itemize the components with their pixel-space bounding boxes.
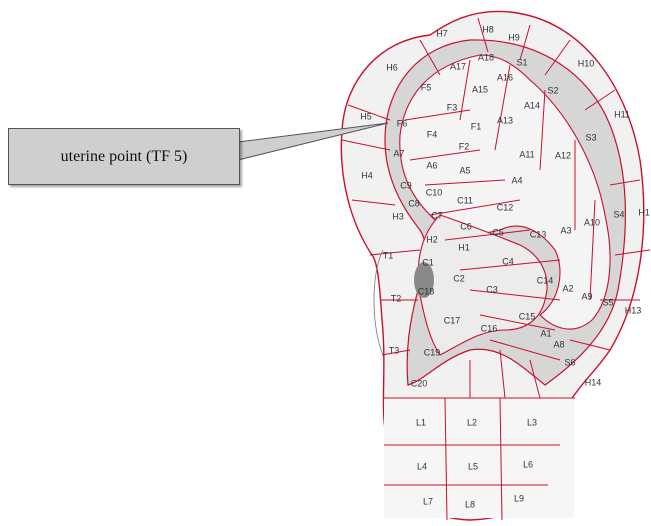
label-C11: C11: [457, 195, 473, 205]
label-L5: L5: [468, 461, 478, 471]
label-L8: L8: [465, 499, 475, 509]
label-S5: S5: [602, 297, 613, 307]
antihelix: [399, 54, 611, 330]
label-A3: A3: [560, 225, 571, 235]
label-H13: H13: [625, 305, 642, 315]
label-C6: C6: [460, 221, 472, 231]
label-H3: H3: [392, 211, 404, 221]
label-A2: A2: [562, 283, 573, 293]
label-L7: L7: [423, 496, 433, 506]
label-C10: C10: [426, 187, 443, 197]
label-S4: S4: [613, 209, 624, 219]
label-C15: C15: [519, 311, 536, 321]
label-A17: A17: [450, 61, 466, 71]
label-H14: H14: [585, 377, 602, 387]
label-L6: L6: [523, 459, 533, 469]
label-A4: A4: [511, 175, 522, 185]
label-H11: H11: [614, 109, 630, 119]
label-C14: C14: [537, 275, 554, 285]
label-H9: H9: [508, 32, 520, 42]
label-C2: C2: [453, 273, 465, 283]
label-H1: H1: [458, 242, 470, 252]
lobe-region: [384, 398, 574, 518]
label-F5: F5: [421, 82, 432, 92]
label-C19: C19: [424, 347, 441, 357]
label-A18: A18: [478, 52, 494, 62]
label-C8: C8: [408, 198, 420, 208]
label-S6: S6: [564, 357, 575, 367]
label-C13: C13: [530, 229, 547, 239]
region-labels: H8 H7 H9 A18 A17 S1 H10 H6 A16 F5 A15 S2…: [360, 24, 650, 509]
label-A12: A12: [555, 150, 571, 160]
label-H5: H5: [360, 111, 372, 121]
label-H6: H6: [386, 62, 398, 72]
label-C9: C9: [400, 180, 412, 190]
label-C17: C17: [444, 315, 461, 325]
label-A11: A11: [519, 149, 534, 159]
label-C20: C20: [411, 378, 428, 388]
label-H2: H2: [426, 234, 438, 244]
label-H1-right: H1: [638, 207, 650, 217]
callout-text: uterine point (TF 5): [60, 147, 188, 165]
region-lines: [341, 17, 651, 521]
label-T3: T3: [389, 345, 400, 355]
label-C4: C4: [502, 256, 514, 266]
label-C5: C5: [492, 227, 504, 237]
label-A7: A7: [393, 148, 404, 158]
label-C1: C1: [422, 257, 434, 267]
label-L4: L4: [417, 461, 427, 471]
label-S1: S1: [516, 57, 527, 67]
label-H8: H8: [482, 24, 494, 34]
label-C3: C3: [486, 284, 498, 294]
label-F6: F6: [397, 118, 408, 128]
label-F3: F3: [447, 102, 458, 112]
label-F1: F1: [471, 121, 482, 131]
label-C7: C7: [431, 210, 443, 220]
label-S3: S3: [585, 132, 596, 142]
label-A1: A1: [540, 328, 551, 338]
label-L3: L3: [527, 417, 537, 427]
label-A6: A6: [426, 160, 437, 170]
label-C12: C12: [497, 202, 514, 212]
label-H10: H10: [578, 58, 595, 68]
label-A5: A5: [459, 165, 470, 175]
label-A15: A15: [472, 84, 488, 94]
label-H7: H7: [436, 28, 448, 38]
label-L9: L9: [514, 493, 524, 503]
label-A8: A8: [553, 339, 564, 349]
callout-box: uterine point (TF 5): [8, 128, 240, 185]
label-T2: T2: [391, 293, 402, 303]
label-A14: A14: [524, 100, 540, 110]
label-C18: C18: [418, 286, 435, 296]
ear-canal: [414, 262, 434, 298]
label-A10: A10: [584, 217, 600, 227]
label-A16: A16: [497, 72, 513, 82]
label-C16: C16: [481, 323, 498, 333]
label-T1: T1: [383, 250, 394, 260]
label-H4: H4: [361, 170, 373, 180]
label-L1: L1: [416, 417, 426, 427]
label-F2: F2: [459, 141, 470, 151]
tragus-outline: [373, 249, 384, 356]
label-A9: A9: [581, 291, 592, 301]
label-S2: S2: [547, 85, 558, 95]
label-L2: L2: [467, 417, 477, 427]
label-A13: A13: [497, 115, 513, 125]
label-F4: F4: [427, 129, 438, 139]
